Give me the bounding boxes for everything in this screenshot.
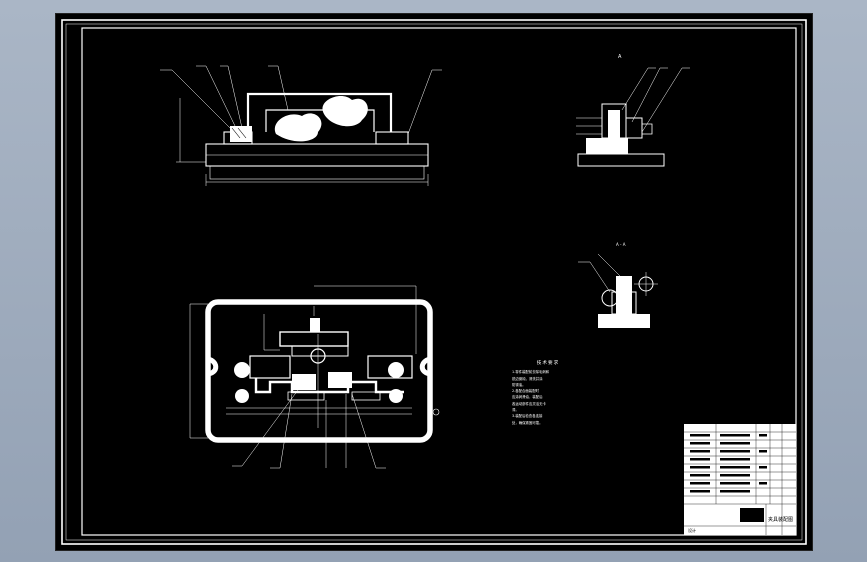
outer-frame-thin (65, 23, 803, 541)
inner-frame (81, 27, 797, 536)
tech-req-line: 滞。 (512, 408, 519, 413)
side-view-label: A (618, 54, 622, 60)
section-base (598, 314, 650, 328)
cad-drawing (61, 19, 807, 545)
frame-bridge (246, 92, 393, 132)
tech-req-line: 防锈油。 (512, 382, 526, 387)
tech-req-line: 1.零件装配前去除毛刺和 (512, 370, 550, 375)
base-foot (209, 165, 425, 180)
tech-req-line: 锐边倒钝，清洗并涂 (512, 376, 543, 381)
side-base (577, 153, 665, 167)
drawing-name: 夹具装配图 (768, 517, 794, 523)
designer-label: 设计 (688, 528, 696, 533)
outer-frame (61, 19, 807, 545)
technical-requirements-title: 技术要求 (536, 361, 560, 366)
workpiece-right (322, 95, 368, 127)
tech-req-line: 各运动部件应灵活无卡 (512, 401, 546, 406)
title-block-logo (740, 508, 764, 522)
side-view (576, 67, 690, 167)
section-view (578, 253, 658, 328)
front-view (160, 65, 442, 186)
section-view-label: A - A (616, 242, 626, 247)
tech-req-line: 处，确保紧固可靠。 (512, 420, 543, 425)
tech-req-line: 2.各配合面装配时 (512, 389, 539, 394)
drawing-sheet: A A - A 技术要求 1.零件装配前去除毛刺和 锐边倒钝，清洗并涂 防锈油。… (55, 13, 813, 551)
tech-req-line: 3.装配后检查各连接 (512, 414, 543, 419)
title-block (684, 424, 796, 535)
top-outer-frame (205, 299, 433, 443)
top-view (189, 285, 440, 469)
technical-requirements: 技术要求 1.零件装配前去除毛刺和 锐边倒钝，清洗并涂 防锈油。 2.各配合面装… (512, 361, 584, 426)
tech-req-line: 应涂润滑油，装配后 (512, 395, 543, 400)
clamp-block (230, 126, 252, 142)
workpiece-left (274, 113, 322, 142)
